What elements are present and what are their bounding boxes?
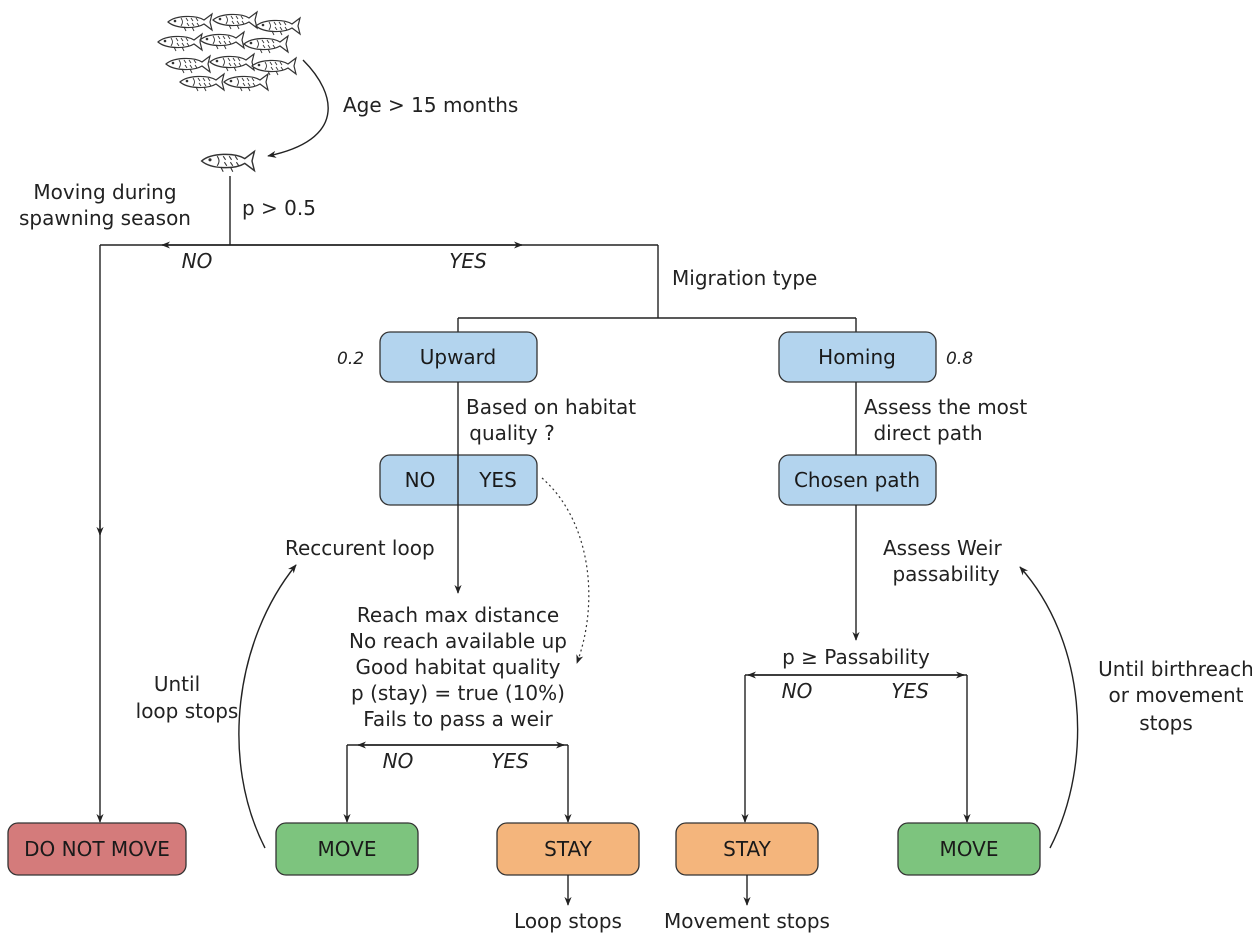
until-birth-line3: stops	[1139, 711, 1193, 735]
no-top-label: NO	[182, 249, 213, 273]
upward-label: Upward	[420, 345, 497, 369]
condition-2: No reach available up	[349, 629, 567, 653]
chosen-path-box	[778, 454, 937, 506]
homing-box	[778, 331, 937, 383]
no-box-label: NO	[405, 468, 436, 492]
p-half-label: p > 0.5	[242, 196, 316, 220]
birthreach-loop-arrow	[1019, 566, 1079, 849]
move-right-box	[897, 822, 1041, 876]
yes-right-label: YES	[891, 679, 929, 703]
fish-school-icon	[157, 11, 301, 92]
recurrent-loop-label: Reccurent loop	[285, 536, 435, 560]
yes-left-label: YES	[491, 749, 529, 773]
moving-label-line1: Moving during	[33, 180, 176, 204]
assess-weir-line2: passability	[892, 562, 999, 586]
until-birth-line2: or movement	[1109, 683, 1244, 707]
loop-stops-label: Loop stops	[514, 909, 622, 933]
age-arrow	[267, 59, 329, 158]
assess-path-line1: Assess the most	[864, 395, 1027, 419]
recurrent-loop-arrow	[238, 564, 297, 849]
passability-label: p ≥ Passability	[782, 645, 930, 669]
until-loop-line1: Until	[154, 672, 200, 696]
chosen-path-label: Chosen path	[794, 468, 920, 492]
stay-left-label: STAY	[544, 837, 592, 861]
do-not-move-box	[7, 822, 187, 876]
do-not-move-label: DO NOT MOVE	[24, 837, 170, 861]
habitat-question-line1: Based on habitat	[466, 395, 636, 419]
fish-icon	[200, 150, 256, 173]
condition-5: Fails to pass a weir	[363, 707, 553, 731]
prob-homing-label: 0.8	[946, 349, 973, 369]
no-right-label: NO	[782, 679, 813, 703]
movement-stops-label: Movement stops	[664, 909, 830, 933]
assess-weir-line1: Assess Weir	[883, 536, 1002, 560]
yes-top-label: YES	[449, 249, 487, 273]
until-loop-line2: loop stops	[136, 699, 239, 723]
moving-label-line2: spawning season	[19, 206, 191, 230]
no-left-label: NO	[383, 749, 414, 773]
assess-path-line2: direct path	[873, 421, 982, 445]
age-label: Age > 15 months	[343, 93, 518, 117]
move-right-label: MOVE	[940, 837, 999, 861]
condition-3: Good habitat quality	[356, 655, 561, 679]
yes-box-label: YES	[478, 468, 517, 492]
until-birth-line1: Until birthreach	[1098, 657, 1252, 681]
habitat-question-line2: quality ?	[469, 421, 554, 445]
move-left-box	[275, 822, 419, 876]
move-left-label: MOVE	[318, 837, 377, 861]
prob-upward-label: 0.2	[337, 349, 364, 369]
migration-type-label: Migration type	[672, 266, 817, 290]
condition-1: Reach max distance	[357, 603, 559, 627]
stay-right-label: STAY	[723, 837, 771, 861]
homing-label: Homing	[818, 345, 896, 369]
condition-4: p (stay) = true (10%)	[351, 681, 565, 705]
